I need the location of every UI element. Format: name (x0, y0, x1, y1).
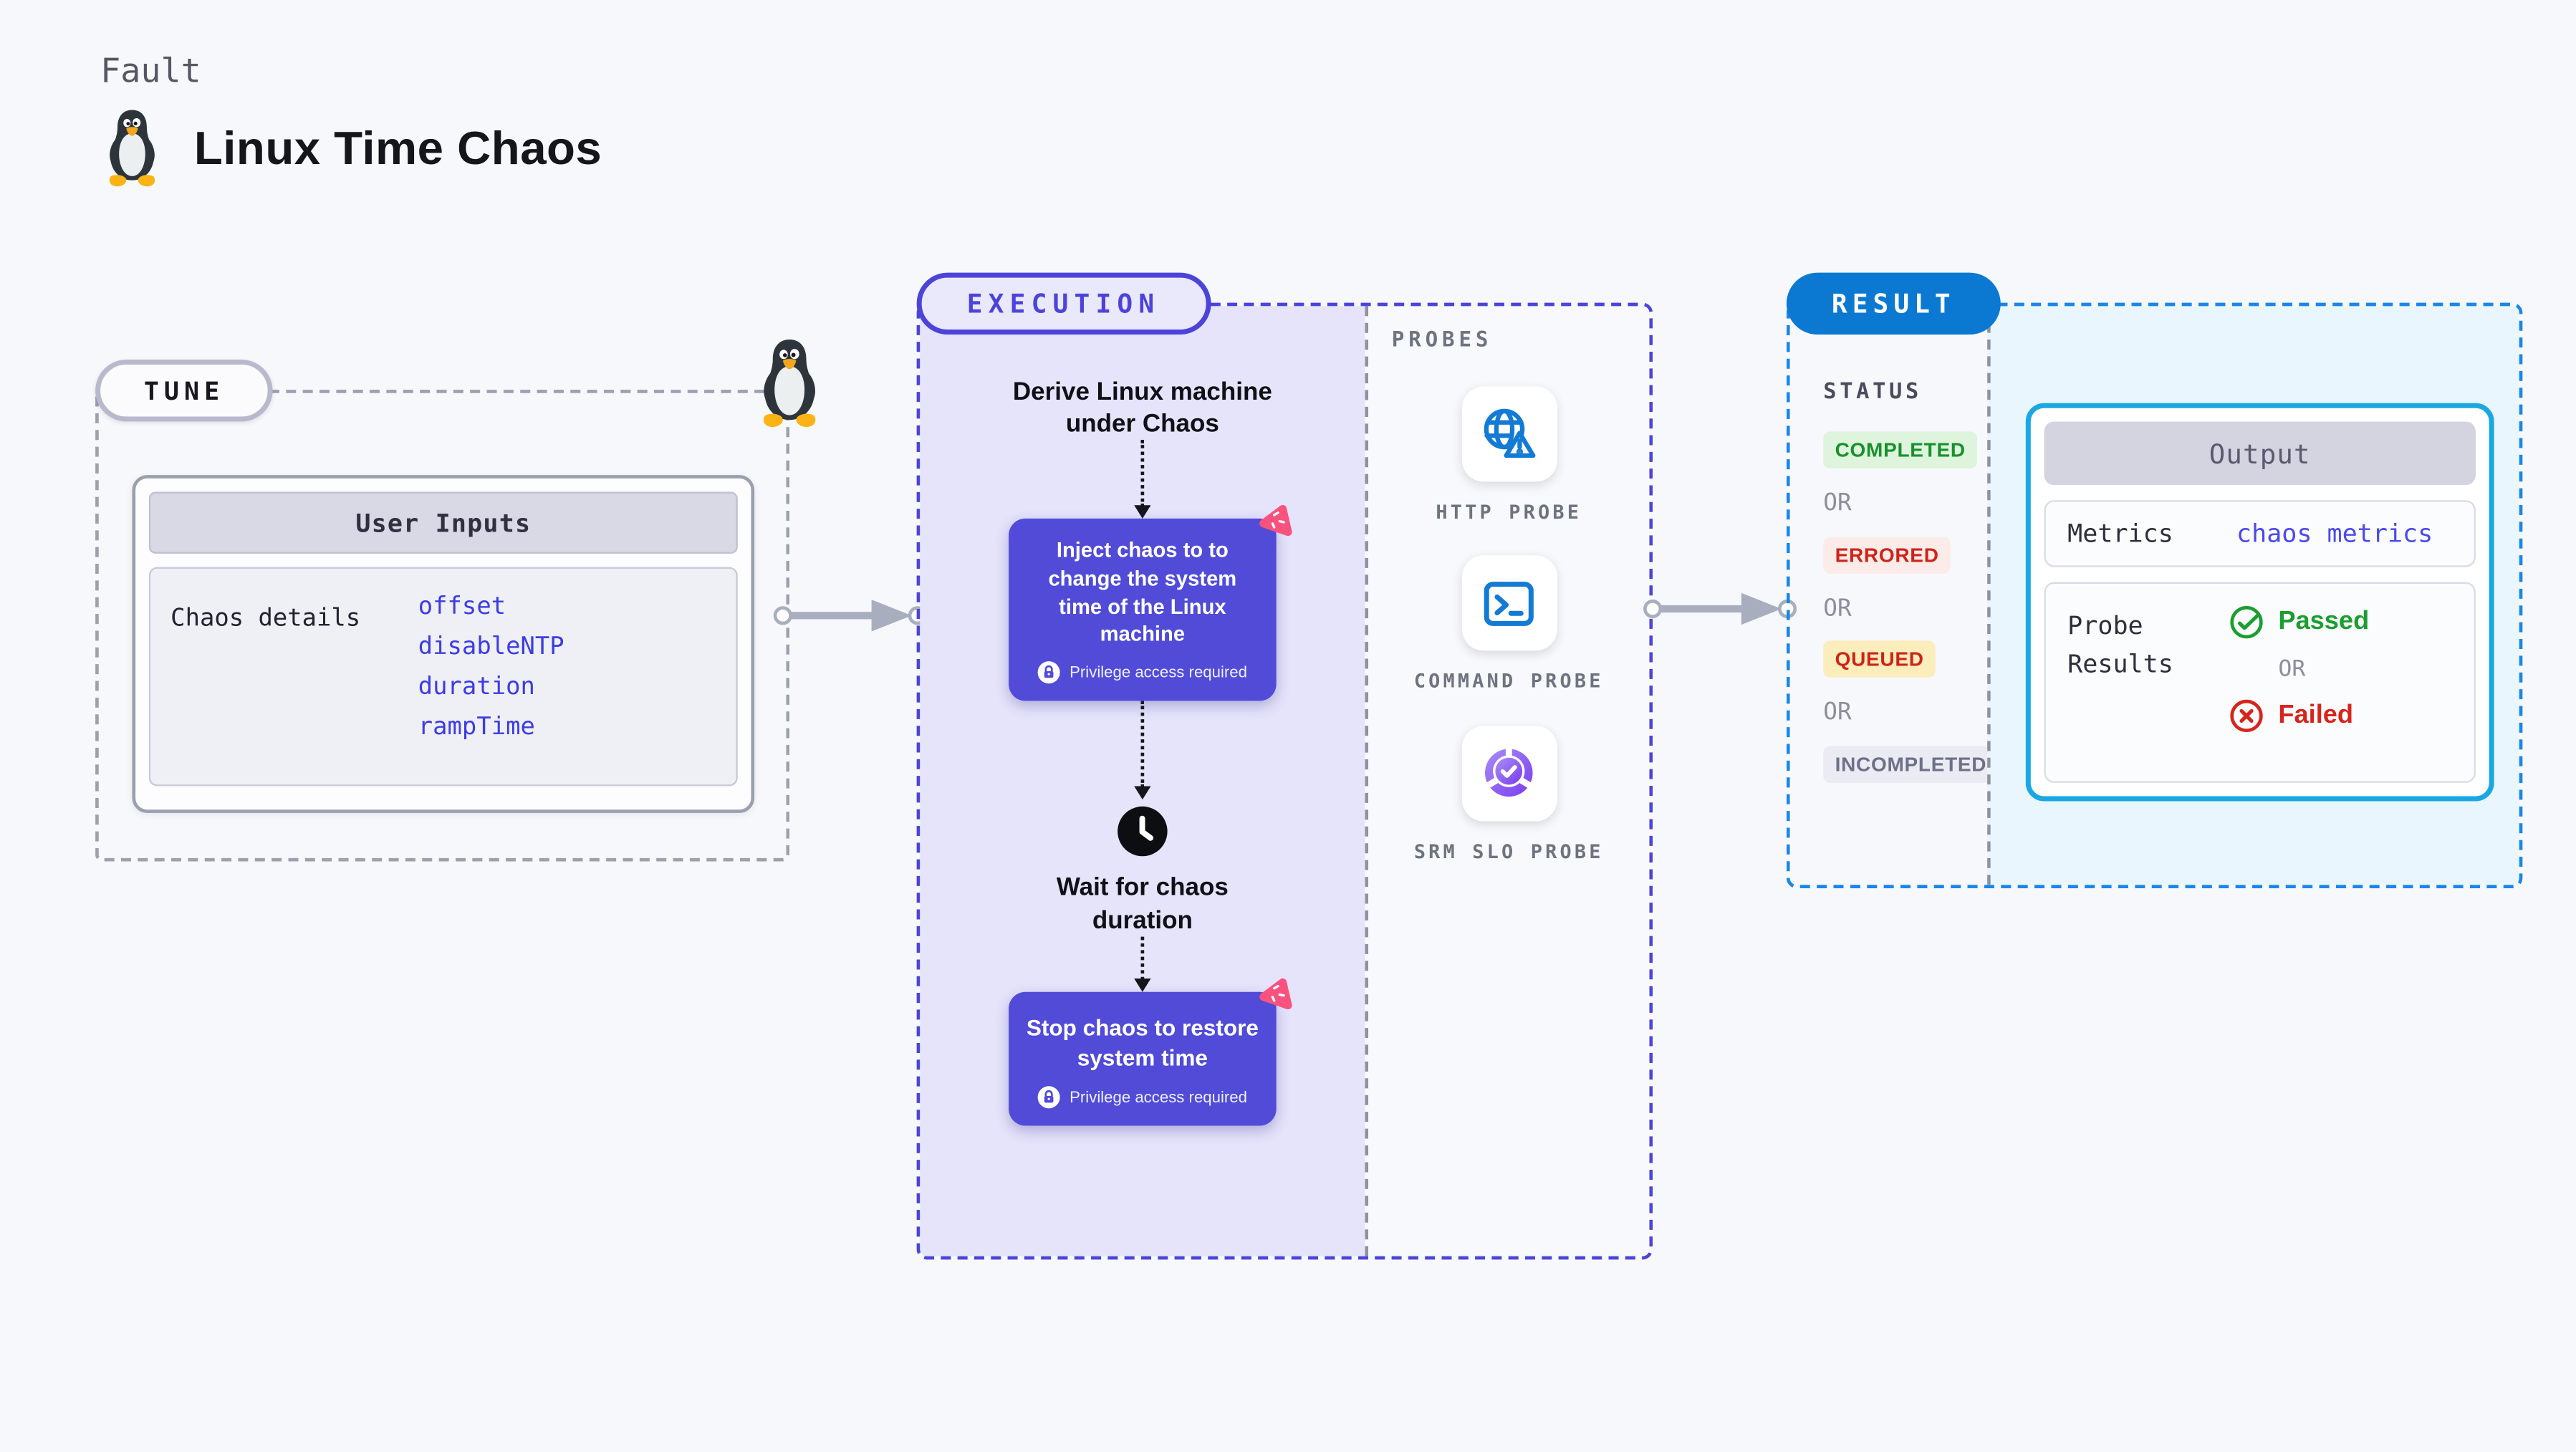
or-label: OR (1823, 699, 1852, 726)
privilege-text: Privilege access required (1070, 663, 1247, 682)
probe-item-srm-slo: SRM SLO PROBE (1407, 725, 1611, 867)
derive-step-text: Derive Linux machine under Chaos (1012, 378, 1272, 438)
execution-to-result-arrow (1643, 590, 1797, 627)
tux-penguin-icon (97, 107, 167, 188)
user-inputs-body: Chaos details offset disableNTP duration… (148, 567, 738, 787)
or-label: OR (2278, 655, 2306, 683)
clock-icon (1114, 803, 1171, 860)
probe-list: HTTP PROBE COMMAND PROBE (1368, 386, 1649, 895)
stop-chaos-node: Stop chaos to restore system time Privil… (1009, 979, 1292, 1127)
execution-pill: EXECUTION (916, 272, 1211, 335)
or-label: OR (1823, 595, 1852, 622)
status-label: STATUS (1823, 380, 1922, 405)
status-column: STATUS COMPLETED OR ERRORED OR QUEUED OR… (1790, 306, 1999, 885)
slo-donut-icon (1477, 741, 1541, 805)
chaos-burst-icon (1256, 976, 1295, 1014)
terminal-icon (1477, 572, 1541, 635)
probes-label: PROBES (1391, 326, 1493, 352)
execution-flow-panel: Derive Linux machine under Chaos Inject … (920, 306, 1365, 1256)
fault-kicker: Fault (100, 50, 201, 91)
lock-icon (1038, 661, 1062, 685)
or-label: OR (1823, 490, 1852, 517)
metrics-label: Metrics (2067, 518, 2173, 549)
user-inputs-header: User Inputs (148, 491, 738, 554)
input-disablentp: disableNTP (418, 634, 564, 661)
probe-item-http: HTTP PROBE (1407, 386, 1611, 527)
probe-results-row: Probe Results Passed OR (2044, 582, 2476, 783)
tune-section: TUNE User Inputs Chaos details o (95, 340, 816, 862)
page-title: Linux Time Chaos (193, 121, 602, 173)
x-circle-icon (2228, 698, 2264, 734)
flow-connector (1134, 440, 1151, 519)
input-ramptime: rampTime (418, 714, 535, 741)
status-badge-completed: COMPLETED (1823, 431, 1978, 468)
probes-panel: PROBES (1365, 306, 1650, 1256)
status-badge-errored: ERRORED (1823, 537, 1951, 574)
output-card: Output Metrics chaos metrics Probe Resul… (2025, 403, 2494, 802)
tune-to-execution-arrow (773, 597, 927, 634)
flow-connector (1134, 936, 1151, 992)
metrics-value: chaos metrics (2236, 518, 2433, 549)
flow-connector (1134, 701, 1151, 800)
probe-results-values: Passed OR Failed (2228, 604, 2369, 761)
http-probe-card (1461, 386, 1557, 482)
input-offset: offset (418, 593, 506, 621)
metrics-row: Metrics chaos metrics (2044, 500, 2476, 567)
arrowhead-icon (1134, 505, 1151, 519)
command-probe-label: COMMAND PROBE (1413, 669, 1604, 693)
srm-slo-probe-card (1461, 725, 1557, 822)
passed-row: Passed (2228, 604, 2369, 640)
failed-label: Failed (2278, 701, 2354, 730)
page-title-row: Linux Time Chaos (97, 107, 602, 188)
failed-row: Failed (2228, 698, 2369, 734)
http-probe-label: HTTP PROBE (1436, 500, 1582, 524)
inject-chaos-node: Inject chaos to to change the system tim… (1009, 505, 1292, 701)
execution-section: EXECUTION Derive Linux machine under Cha… (916, 272, 1653, 1260)
output-panel: Output Metrics chaos metrics Probe Resul… (1987, 306, 2519, 885)
privilege-row: Privilege access required (1009, 649, 1277, 701)
status-badge-incompleted: INCOMPLETED (1823, 746, 1999, 783)
command-probe-card (1461, 556, 1557, 652)
user-inputs-card: User Inputs Chaos details offset disable… (132, 475, 755, 813)
stop-chaos-text: Stop chaos to restore system time (1026, 1015, 1259, 1071)
globe-alert-icon (1477, 403, 1541, 466)
arrowhead-icon (1134, 979, 1151, 992)
wait-step-text: Wait for chaos duration (1056, 873, 1229, 935)
privilege-row: Privilege access required (1009, 1074, 1277, 1126)
passed-label: Passed (2278, 607, 2370, 636)
result-pill: RESULT (1786, 272, 2001, 335)
output-header: Output (2044, 421, 2476, 486)
status-badge-queued: QUEUED (1823, 640, 1936, 678)
tux-penguin-corner-icon (749, 336, 830, 430)
tune-pill: TUNE (95, 360, 273, 422)
lock-icon (1038, 1086, 1062, 1110)
probe-item-command: COMMAND PROBE (1407, 556, 1611, 697)
chaos-details-values: offset disableNTP duration rampTime (418, 589, 564, 764)
check-circle-icon (2228, 604, 2264, 640)
chaos-details-label: Chaos details (170, 605, 361, 633)
inject-chaos-text: Inject chaos to to change the system tim… (1048, 539, 1237, 647)
probe-results-label: Probe Results (2067, 610, 2173, 678)
chaos-burst-icon (1256, 502, 1295, 541)
privilege-text: Privilege access required (1070, 1088, 1247, 1107)
input-duration: duration (418, 674, 535, 701)
srm-slo-probe-label: SRM SLO PROBE (1413, 839, 1604, 863)
arrowhead-icon (1134, 786, 1151, 800)
result-section: RESULT STATUS COMPLETED OR ERRORED OR QU… (1786, 272, 2523, 888)
